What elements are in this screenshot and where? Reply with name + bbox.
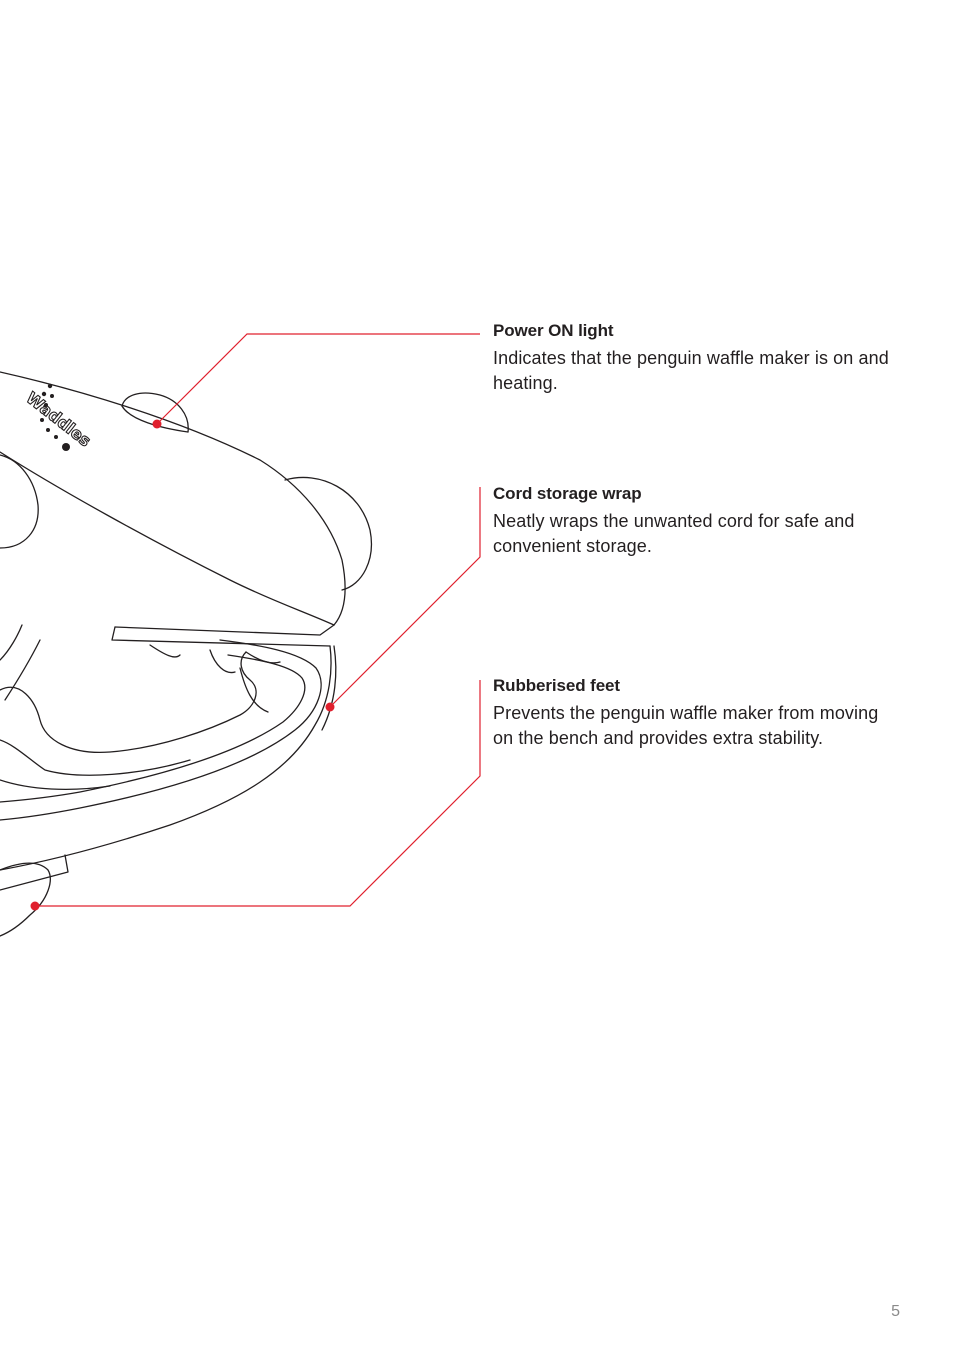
svg-text:Waddles: Waddles <box>23 388 95 450</box>
callout-dot-cord <box>325 702 335 712</box>
page-number: 5 <box>891 1303 900 1320</box>
base-shell <box>0 645 332 871</box>
base-rim <box>0 639 322 821</box>
callout-line-cord <box>329 487 481 708</box>
waffle-plate <box>0 651 257 754</box>
side-flipper <box>284 476 372 591</box>
lid-wing <box>121 392 189 433</box>
feature-cord-storage-wrap: Cord storage wrap Neatly wraps the unwan… <box>493 483 903 559</box>
lid-outline <box>0 371 346 626</box>
feature-title: Cord storage wrap <box>493 484 642 503</box>
feature-description: Neatly wraps the unwanted cord for safe … <box>493 511 855 556</box>
lid-lower-edge <box>0 451 335 626</box>
base-bottom <box>0 862 51 937</box>
lid-cutout <box>0 454 39 549</box>
callout-line-power <box>156 333 480 425</box>
feature-title: Rubberised feet <box>493 676 620 695</box>
callout-dot-feet <box>30 901 40 911</box>
logo-mark: Waddles <box>22 388 95 451</box>
handle-band <box>114 624 335 636</box>
feature-description: Indicates that the penguin waffle maker … <box>493 348 889 393</box>
feature-rubberised-feet: Rubberised feet Prevents the penguin waf… <box>493 675 903 751</box>
feature-description: Prevents the penguin waffle maker from m… <box>493 703 879 748</box>
callout-dot-power <box>152 419 162 429</box>
feature-power-on-light: Power ON light Indicates that the pengui… <box>493 320 903 396</box>
feature-title: Power ON light <box>493 321 614 340</box>
callout-line-feet <box>35 680 481 907</box>
